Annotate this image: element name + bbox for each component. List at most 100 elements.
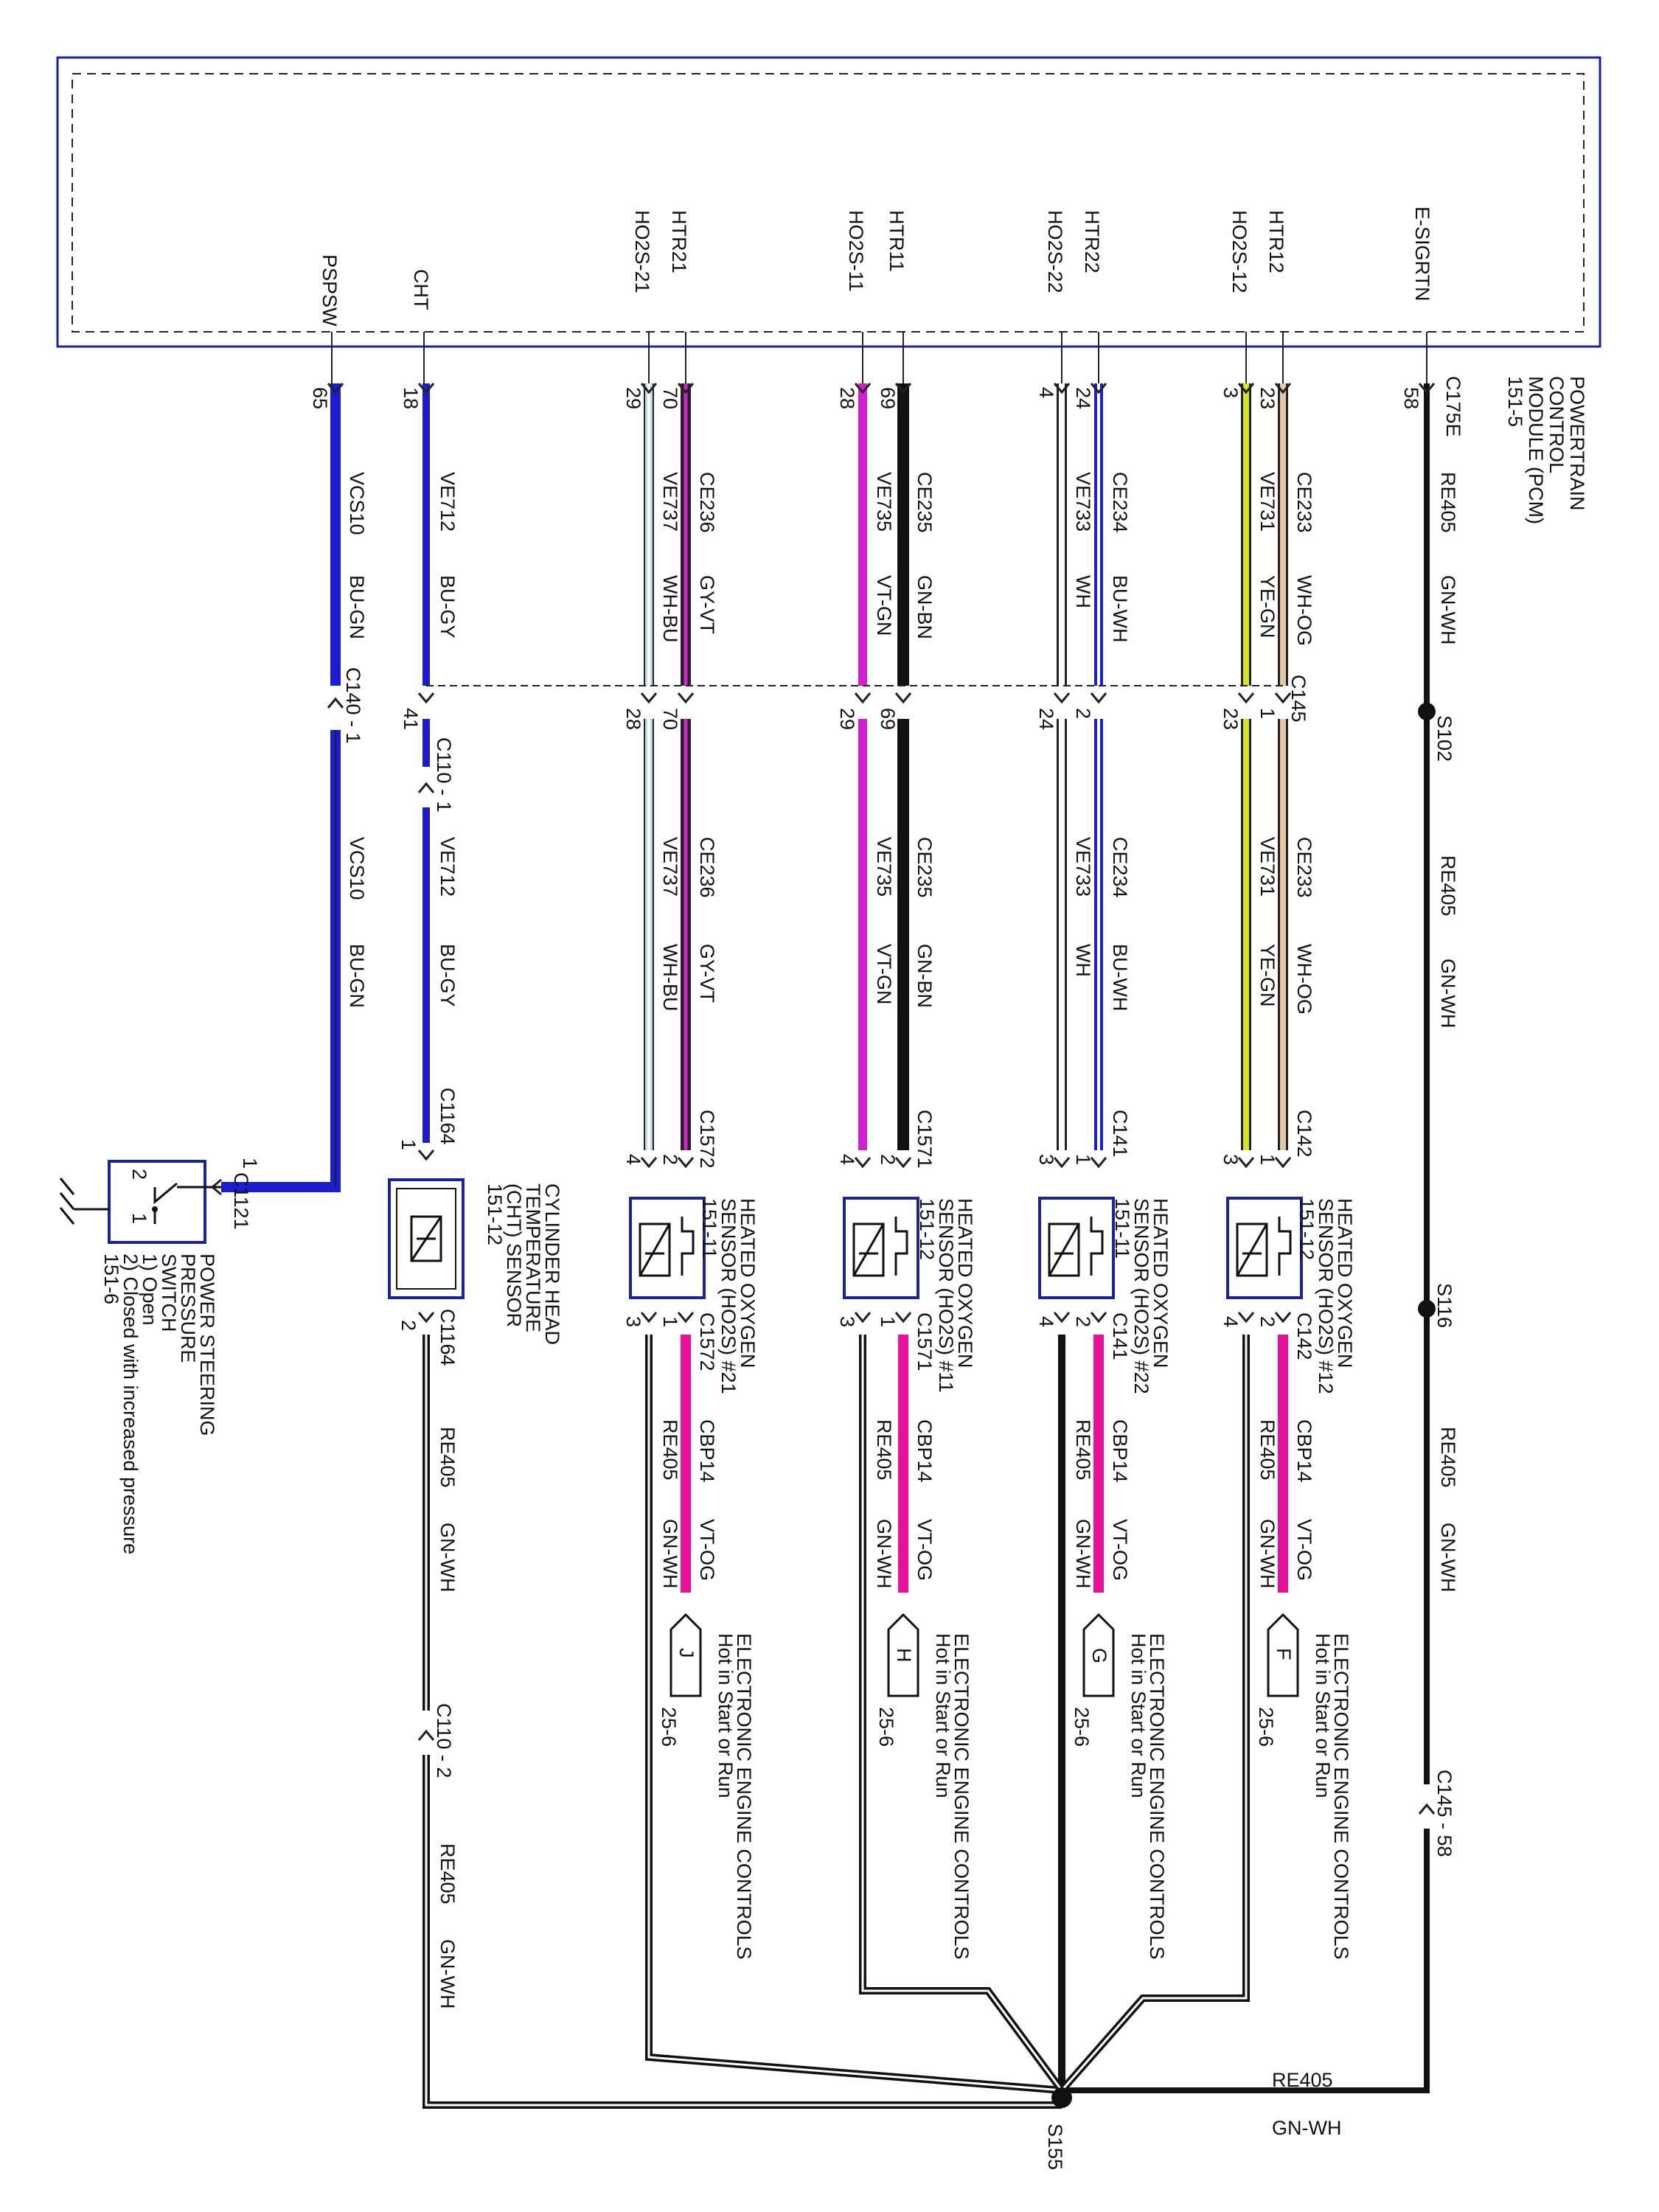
sensor-ground-color-s21: GN-WH bbox=[659, 1519, 681, 1588]
power-ref-page-s22: 25-6 bbox=[1071, 1707, 1093, 1747]
wire-circuit-ho2s12: VE731 bbox=[1256, 472, 1279, 532]
wire-circuit-htr11: CE235 bbox=[914, 472, 936, 533]
wire-circuit-lower-htr11: CE235 bbox=[914, 837, 936, 898]
pin-signal-htr21: HTR21 bbox=[668, 210, 690, 274]
sensor-pin-s22: 1 bbox=[1072, 1154, 1094, 1165]
wire-color-lower-ho2s11: VT-GN bbox=[873, 944, 895, 1005]
wire-circuit-htr12: CE233 bbox=[1293, 472, 1315, 533]
pcm-pin-pspsw: 65 bbox=[309, 387, 331, 409]
sensor-pin-s11: 3 bbox=[836, 1316, 858, 1327]
c145-pin-htr12: 1 bbox=[1256, 708, 1279, 719]
ps-switch-pin-main: 1 bbox=[239, 1158, 261, 1169]
sensor-title-s12: SENSOR (HO2S) #12 bbox=[1315, 1198, 1337, 1394]
pin-signal-cht: CHT bbox=[410, 269, 432, 310]
esig-mid-color: GN-WH bbox=[1437, 1523, 1459, 1592]
power-ref-page-s21: 25-6 bbox=[658, 1707, 680, 1747]
cht-ground2-color: GN-WH bbox=[437, 1939, 459, 2008]
pin-signal-htr22: HTR22 bbox=[1081, 210, 1103, 274]
sensor-title-s21: HEATED OXYGEN bbox=[737, 1198, 759, 1368]
c145-pin-htr21: 70 bbox=[659, 708, 681, 730]
splice-s102-label: S102 bbox=[1433, 715, 1455, 762]
sensor-pin-s12: 2 bbox=[1256, 1316, 1279, 1327]
pin-signal-ho2s11: HO2S-11 bbox=[845, 210, 867, 292]
sensor-title-s22: SENSOR (HO2S) #22 bbox=[1130, 1198, 1152, 1394]
power-ref-letter-s12: F bbox=[1273, 1648, 1295, 1660]
pcm-pin-htr21: 70 bbox=[659, 387, 681, 409]
pcm-title: POWERTRAIN CONTROL MODULE (PCM) 151-5 bbox=[1504, 376, 1588, 524]
cht-pin-top: 1 bbox=[397, 1139, 420, 1150]
cht-ground-color: GN-WH bbox=[437, 1523, 459, 1592]
wire-color-ho2s21: WH-BU bbox=[659, 575, 681, 642]
ps-switch-title: SWITCH bbox=[158, 1253, 180, 1332]
wire-color-lower-htr21: GY-VT bbox=[696, 944, 718, 1003]
power-ref-title-s22: ELECTRONIC ENGINE CONTROLS bbox=[1146, 1633, 1168, 1960]
sensor-pin-s22: 4 bbox=[1035, 1316, 1057, 1327]
splice-s116-label: S116 bbox=[1433, 1283, 1455, 1328]
sensor-title-s22: HEATED OXYGEN bbox=[1150, 1198, 1172, 1368]
wire-circuit-lower-htr22: CE234 bbox=[1109, 837, 1131, 898]
wire-color-htr21: GY-VT bbox=[696, 575, 718, 634]
wire-circuit-lower-htr21: CE236 bbox=[696, 837, 718, 898]
sensor-pin-s12: 3 bbox=[1220, 1154, 1242, 1165]
pcm-inner-frame bbox=[72, 73, 1585, 333]
s155-bottom-color: GN-WH bbox=[1272, 2117, 1341, 2139]
sensor-title-s22: 151-11 bbox=[1111, 1198, 1133, 1259]
wire-color-ho2s22: WH bbox=[1072, 575, 1094, 608]
sensor-ground-color-s12: GN-WH bbox=[1256, 1519, 1279, 1588]
pcm-title-line: POWERTRAIN bbox=[1566, 376, 1588, 511]
wire-circuit-lower-pspsw: VCS10 bbox=[346, 837, 368, 900]
cht-ground2-circuit: RE405 bbox=[437, 1843, 459, 1905]
sensor-pin-s11: 2 bbox=[877, 1154, 899, 1165]
splice-s102 bbox=[1418, 703, 1436, 720]
pcm-pin-ho2s11: 28 bbox=[836, 387, 858, 409]
ho2s-22-sensor bbox=[1038, 1197, 1115, 1299]
sensor-pin-s22: 3 bbox=[1035, 1154, 1057, 1165]
pin-signal-esigrtn: E-SIGRTN bbox=[1411, 206, 1433, 302]
wire-circuit-ho2s21: VE737 bbox=[659, 472, 681, 532]
sensor-pin-s21: 1 bbox=[659, 1316, 681, 1327]
cht-ground-circuit: RE405 bbox=[437, 1427, 459, 1488]
wire-color-htr22: BU-WH bbox=[1109, 575, 1131, 642]
pcm-pin-ho2s12: 3 bbox=[1220, 387, 1242, 398]
wire-color-lower-ho2s22: WH bbox=[1072, 944, 1094, 977]
cht-title: (CHT) SENSOR bbox=[503, 1183, 525, 1327]
sensor-title-s11: SENSOR (HO2S) #11 bbox=[935, 1198, 957, 1393]
pcm-pin-htr22: 24 bbox=[1072, 387, 1094, 409]
c140-label: C140 - 1 bbox=[342, 667, 364, 744]
power-ref-title-s12: ELECTRONIC ENGINE CONTROLS bbox=[1330, 1633, 1352, 1960]
pcm-frame bbox=[56, 56, 1601, 348]
cht-title: CYLINDER HEAD bbox=[541, 1183, 563, 1345]
sensor-connector-bottom-s11: C1571 bbox=[914, 1312, 936, 1371]
pcm-pin-ho2s21: 29 bbox=[622, 387, 644, 409]
pin-signal-ho2s22: HO2S-22 bbox=[1044, 210, 1066, 293]
sensor-connector-bottom-s21: C1572 bbox=[696, 1312, 718, 1371]
s155-bottom-circuit: RE405 bbox=[1272, 2069, 1333, 2091]
sensor-title-s21: SENSOR (HO2S) #21 bbox=[717, 1198, 740, 1394]
sensor-title-s12: HEATED OXYGEN bbox=[1334, 1198, 1356, 1368]
wire-color-lower-pspsw: BU-GN bbox=[346, 944, 368, 1008]
sensor-pin-s22: 2 bbox=[1072, 1316, 1094, 1327]
c145-pin-cht: 41 bbox=[400, 708, 422, 730]
wire-re405-main bbox=[1062, 383, 1430, 2093]
wire-circuit-lower-ho2s21: VE737 bbox=[659, 837, 681, 897]
wire-color-lower-esigrtn: GN-WH bbox=[1437, 959, 1459, 1028]
pcm-connector: C175E bbox=[1442, 376, 1464, 437]
wire-circuit-htr22: CE234 bbox=[1109, 472, 1131, 533]
c145-58-label: C145 - 58 bbox=[1433, 1770, 1455, 1857]
sensor-connector-top-s12: C142 bbox=[1293, 1110, 1315, 1158]
ps-switch-pin: 1 bbox=[128, 1213, 150, 1224]
power-ref-letter-s21: J bbox=[675, 1648, 698, 1658]
wire-color-esigrtn: GN-WH bbox=[1437, 575, 1459, 644]
cht-title: 151-12 bbox=[484, 1183, 506, 1245]
pcm-title-line: MODULE (PCM) bbox=[1525, 376, 1547, 524]
sensor-connector-top-s21: C1572 bbox=[696, 1110, 718, 1169]
power-ref-sub-s12: Hot in Start or Run bbox=[1312, 1633, 1334, 1798]
wire-color-ho2s11: VT-GN bbox=[873, 575, 895, 636]
ps-switch-title: PRESSURE bbox=[177, 1253, 199, 1363]
sensor-connector-top-s22: C141 bbox=[1109, 1110, 1131, 1158]
sensor-feed-color-s11: VT-OG bbox=[914, 1519, 936, 1581]
pcm-pin-esigrtn: 58 bbox=[1400, 387, 1422, 409]
cht-title: TEMPERATURE bbox=[522, 1183, 544, 1332]
pcm-pin-cht: 18 bbox=[400, 387, 422, 409]
cht-connector-bottom: C1164 bbox=[437, 1309, 459, 1366]
